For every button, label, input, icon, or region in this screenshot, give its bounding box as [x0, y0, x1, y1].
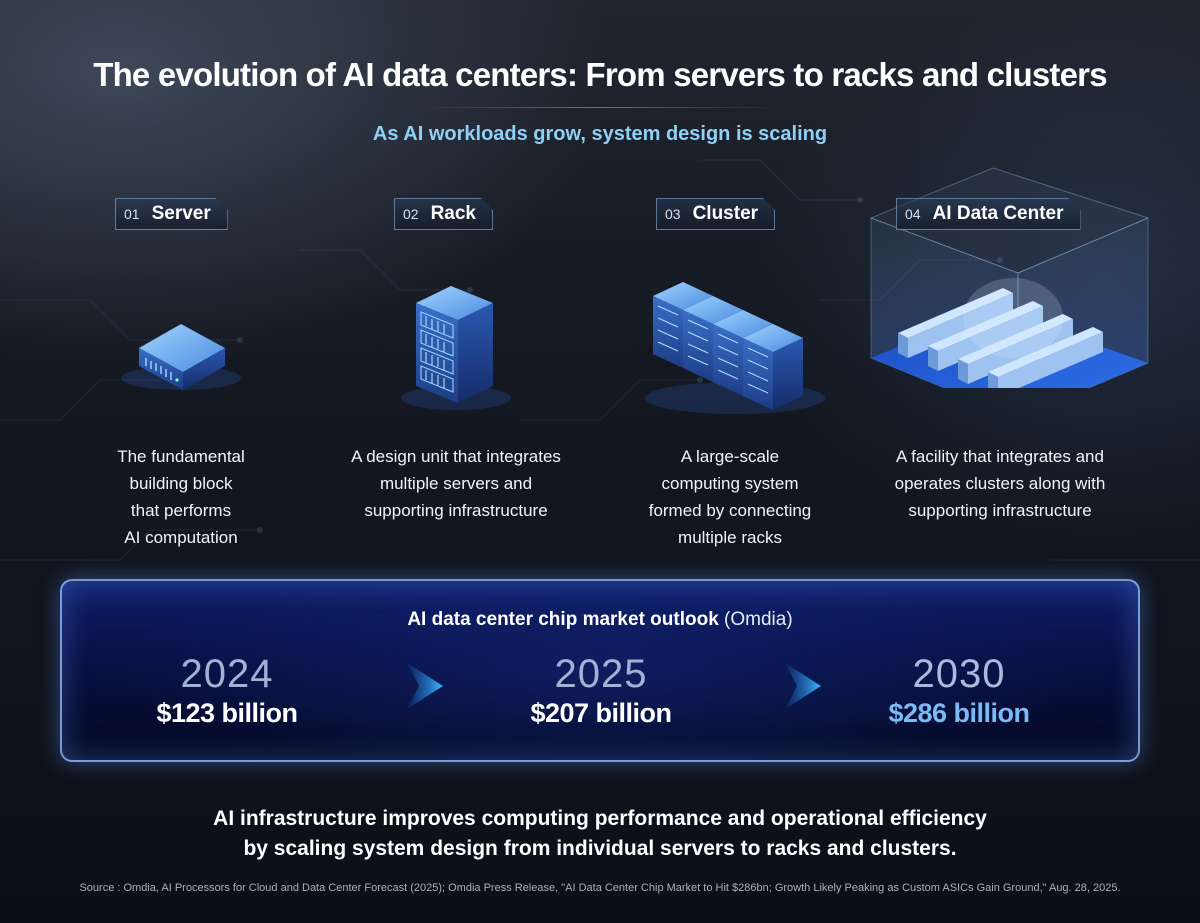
- data-center-icon: [869, 167, 1150, 388]
- stage-name: Cluster: [692, 203, 759, 224]
- rack-icon: [401, 286, 511, 410]
- stage-description: A large-scale computing system formed by…: [648, 447, 812, 547]
- market-year-2025: 2025 $207 billion: [451, 651, 751, 729]
- page-subtitle: As AI workloads grow, system design is s…: [372, 123, 828, 145]
- stage-name: Server: [151, 203, 211, 224]
- year-label: 2030: [912, 652, 1006, 696]
- stage-description: A facility that integrates and operates …: [894, 447, 1106, 520]
- stage-number: 02: [403, 206, 419, 222]
- page-title: The evolution of AI data centers: From s…: [93, 56, 1107, 93]
- market-amount: $207 billion: [530, 698, 672, 728]
- stage-label-server: 01 Server: [115, 198, 228, 230]
- market-outlook-title: AI data center chip market outlook (Omdi…: [407, 609, 793, 630]
- server-icon: [121, 324, 241, 390]
- source-note: Source : Omdia, AI Processors for Cloud …: [79, 882, 1121, 894]
- market-year-2030: 2030 $286 billion: [809, 651, 1109, 729]
- stage-name: Rack: [430, 203, 476, 224]
- year-label: 2024: [180, 652, 274, 696]
- market-outlook-panel: AI data center chip market outlook (Omdi…: [60, 579, 1140, 762]
- chevron-right-icon: [407, 663, 443, 709]
- stage-description: The fundamental building block that perf…: [117, 447, 245, 547]
- title-divider: [420, 107, 780, 108]
- stage-description: A design unit that integrates multiple s…: [351, 447, 561, 520]
- conclusion-text: AI infrastructure improves computing per…: [213, 807, 987, 860]
- market-amount: $286 billion: [888, 698, 1030, 728]
- stage-number: 03: [665, 206, 681, 222]
- chevron-right-icon: [785, 663, 821, 709]
- stage-label-rack: 02 Rack: [394, 198, 493, 230]
- year-label: 2025: [554, 652, 648, 696]
- market-amount: $123 billion: [156, 698, 298, 728]
- cluster-icon: [645, 282, 825, 414]
- stage-label-cluster: 03 Cluster: [656, 198, 775, 230]
- stage-number: 04: [905, 206, 921, 222]
- stage-name: AI Data Center: [932, 203, 1064, 224]
- stage-number: 01: [124, 206, 140, 222]
- market-year-2024: 2024 $123 billion: [77, 651, 377, 729]
- stage-label-data-center: 04 AI Data Center: [896, 198, 1081, 230]
